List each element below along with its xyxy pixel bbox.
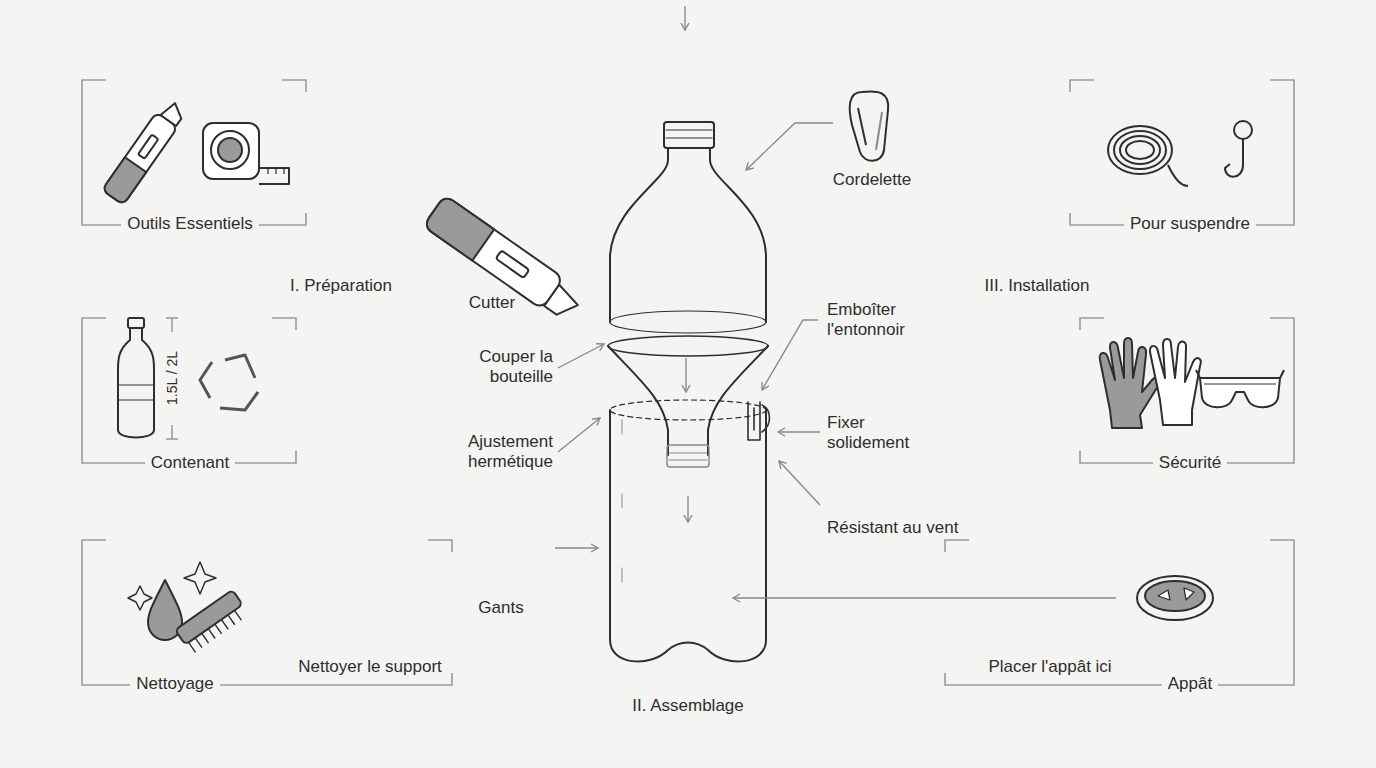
frame-title: Sécurité xyxy=(1153,453,1227,473)
frame-title: Nettoyage xyxy=(130,674,220,694)
icon-frame: Sécurité xyxy=(1080,318,1294,463)
callout-label: II. Assemblage xyxy=(578,696,798,716)
frame-note: Nettoyer le support xyxy=(292,657,448,677)
frame-title: Outils Essentiels xyxy=(121,214,259,234)
bait-bowl-icon xyxy=(1137,576,1213,620)
hook-icon xyxy=(1225,121,1252,177)
callout-label: Gants xyxy=(451,598,551,618)
utility-knife-icon xyxy=(102,97,188,204)
icon-frame: Placer l'appât iciAppât xyxy=(945,540,1294,685)
recycle-icon xyxy=(200,355,258,410)
frame-note: Appât xyxy=(1162,674,1218,694)
bracket-frame xyxy=(82,318,296,463)
rope-icon xyxy=(1108,126,1188,186)
bracket-frame xyxy=(1070,80,1294,225)
bottle-top xyxy=(610,148,766,322)
frame-title: Placer l'appât ici xyxy=(982,657,1117,677)
clip xyxy=(748,402,770,440)
funnel xyxy=(608,346,768,455)
tape-measure-icon xyxy=(203,123,289,184)
cutter-icon xyxy=(423,195,586,325)
bottle-base xyxy=(610,410,766,661)
callout-label: III. Installation xyxy=(927,276,1147,296)
cleaning-icon xyxy=(128,562,250,655)
callout-label: Emboîter l'entonnoir xyxy=(827,300,927,340)
icon-frame: Contenant xyxy=(82,318,296,463)
carabiner-icon xyxy=(850,91,889,160)
bracket-frame xyxy=(1080,318,1294,463)
bottle-cap xyxy=(664,122,714,148)
goggles-icon xyxy=(1196,370,1284,407)
bottle-icon xyxy=(118,318,154,438)
icon-frame: Outils Essentiels xyxy=(82,80,306,225)
callout-label: I. Préparation xyxy=(231,276,451,296)
callout-label: Cutter xyxy=(432,293,552,313)
icon-frame: NettoyageNettoyer le support xyxy=(82,540,452,685)
callout-label: Cordelette xyxy=(802,170,942,190)
dimension-label: 1.5L / 2L xyxy=(162,351,182,405)
gloves-icon xyxy=(1100,338,1201,428)
icon-frame: Pour suspendre xyxy=(1070,80,1294,225)
callout-label: Couper la bouteille xyxy=(453,347,553,387)
bracket-frame xyxy=(82,80,306,225)
callout-label: Ajustement hermétique xyxy=(447,432,553,472)
frame-title: Pour suspendre xyxy=(1124,214,1256,234)
callout-label: Résistant au vent xyxy=(827,518,1027,538)
callout-label: Fixer solidement xyxy=(827,413,923,453)
frame-title: Contenant xyxy=(145,453,235,473)
